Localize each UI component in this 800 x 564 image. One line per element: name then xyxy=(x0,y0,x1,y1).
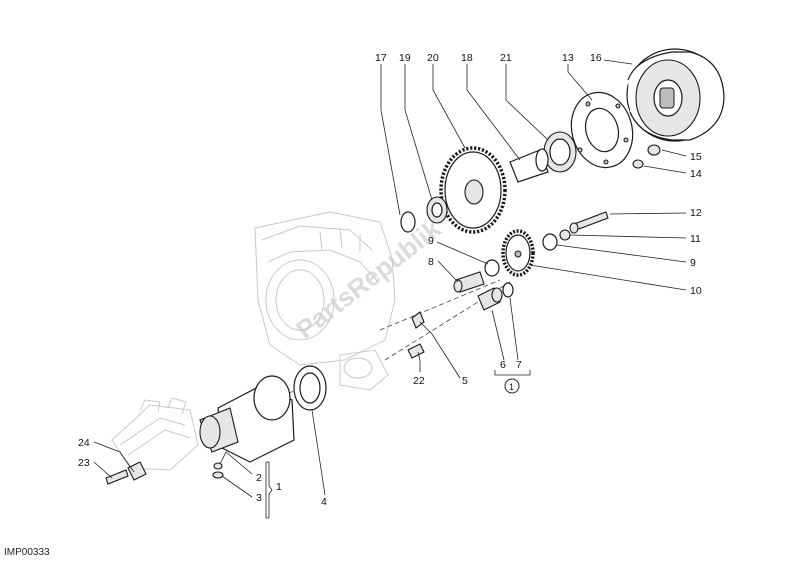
washer-2 xyxy=(213,462,223,470)
nut-11 xyxy=(559,229,571,241)
starter-clutch-housing xyxy=(626,48,725,142)
screw-5 xyxy=(411,311,425,329)
screw-22 xyxy=(407,343,425,359)
needle-bearing-19 xyxy=(426,196,448,224)
callout-3: 3 xyxy=(256,492,262,504)
screw-14 xyxy=(632,159,644,169)
engine-block-ghost xyxy=(254,211,396,391)
callout-13: 13 xyxy=(562,52,574,64)
leader-lines xyxy=(93,59,687,518)
callout-7: 7 xyxy=(516,359,522,371)
callout-12: 12 xyxy=(690,207,702,219)
bolt-12 xyxy=(569,211,609,234)
callout-10: 10 xyxy=(690,285,702,297)
callout-21: 21 xyxy=(500,52,512,64)
washer-17 xyxy=(400,211,416,233)
callout-6: 6 xyxy=(500,359,506,371)
spacer-24 xyxy=(127,461,147,481)
callout-20: 20 xyxy=(427,52,439,64)
callout-16: 16 xyxy=(590,52,602,64)
callout-1: 1 xyxy=(276,481,282,493)
callout-23: 23 xyxy=(78,457,90,469)
bushing-15 xyxy=(647,144,661,156)
callout-9-left: 9 xyxy=(428,235,434,247)
callout-2: 2 xyxy=(256,472,262,484)
intermediate-gear-20 xyxy=(439,146,507,234)
washer-9-left xyxy=(484,259,500,277)
callout-22: 22 xyxy=(413,375,425,387)
shaft-18 xyxy=(509,148,549,183)
kit-symbol: 1 xyxy=(504,378,520,394)
callout-9-right: 9 xyxy=(690,257,696,269)
washer-9-right xyxy=(542,233,558,251)
freewheel-21 xyxy=(543,131,577,173)
callout-11: 11 xyxy=(690,233,701,245)
group-bracket-1 xyxy=(266,461,273,519)
callout-24: 24 xyxy=(78,437,90,449)
callout-18: 18 xyxy=(461,52,473,64)
callout-17: 17 xyxy=(375,52,387,64)
starter-motor xyxy=(199,375,295,463)
callout-14: 14 xyxy=(690,168,702,180)
callout-15: 15 xyxy=(690,151,702,163)
callout-labels: 17 19 20 18 21 13 16 15 14 12 11 9 9 8 1… xyxy=(78,52,702,508)
bolt-23 xyxy=(105,469,129,485)
pinion-6 xyxy=(477,287,503,311)
clip-7 xyxy=(502,282,514,298)
callout-5: 5 xyxy=(462,375,468,387)
drawing-code: IMP00333 xyxy=(4,547,50,558)
freewheel-plate xyxy=(570,91,634,169)
callout-8: 8 xyxy=(428,256,434,268)
gasket-4 xyxy=(293,365,327,411)
callout-4: 4 xyxy=(321,496,327,508)
pin-8 xyxy=(453,271,485,293)
nut-3 xyxy=(212,471,224,479)
callout-19: 19 xyxy=(399,52,411,64)
kit-symbol-number: 1 xyxy=(509,382,514,392)
idler-gear-10 xyxy=(501,229,535,277)
